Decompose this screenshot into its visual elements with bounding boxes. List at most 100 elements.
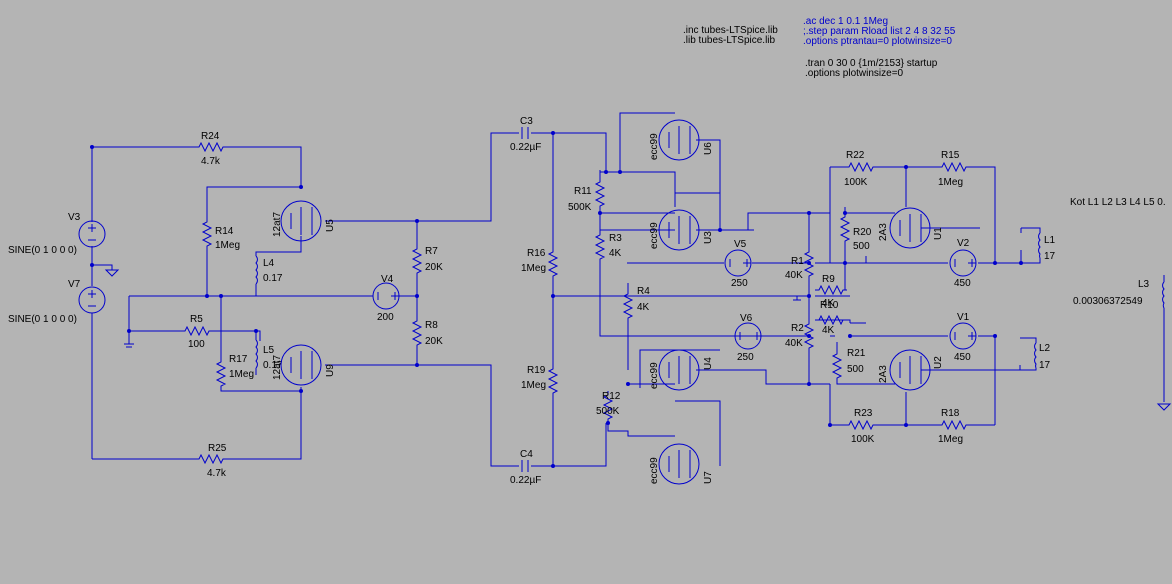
voltage-source-v4[interactable]: V4 200 xyxy=(372,274,400,323)
r11-value: 500K xyxy=(568,202,592,213)
tube-u1[interactable]: 2A3 U1 xyxy=(878,207,944,249)
r7-value: 20K xyxy=(425,262,443,273)
inductor-l5[interactable]: L5 0.17 xyxy=(255,339,283,371)
r12-value: 500K xyxy=(596,406,620,417)
r11-name: R11 xyxy=(574,186,592,197)
spice-directives[interactable]: .inc tubes-LTSpice.lib .lib tubes-LTSpic… xyxy=(683,16,1166,208)
voltage-source-v5[interactable]: V5 250 xyxy=(724,239,752,289)
r24-name: R24 xyxy=(201,131,220,142)
r17-value: 1Meg xyxy=(229,369,254,380)
wires xyxy=(91,112,1172,467)
l5-value: 0.17 xyxy=(263,360,283,371)
resistor-r8[interactable]: R8 20K xyxy=(412,316,443,350)
v7-name: V7 xyxy=(68,279,81,290)
resistor-r14[interactable]: R14 1Meg xyxy=(202,217,240,251)
inductor-l4[interactable]: L4 0.17 xyxy=(255,255,283,285)
v3-name: V3 xyxy=(68,212,81,223)
v4-name: V4 xyxy=(381,274,394,285)
r1-value: 40K xyxy=(785,270,803,281)
resistor-r7[interactable]: R7 20K xyxy=(412,244,443,278)
r20-name: R20 xyxy=(853,227,872,238)
resistor-r3[interactable]: R3 4K xyxy=(595,230,622,264)
r12-name: R12 xyxy=(602,391,621,402)
v5-name: V5 xyxy=(734,239,747,250)
resistor-r9[interactable]: R9 4K xyxy=(814,274,848,309)
u3-model: ecc99 xyxy=(649,222,660,249)
u3-name: U3 xyxy=(703,231,714,244)
r18-name: R18 xyxy=(941,408,960,419)
resistor-r23[interactable]: R23 100K xyxy=(844,408,878,445)
r22-value: 100K xyxy=(844,177,868,188)
directive-coupling: Kot L1 L2 L3 L4 L5 0. xyxy=(1070,197,1166,208)
inductor-l2[interactable]: L2 17 xyxy=(1034,342,1051,371)
inductor-l3[interactable]: L3 0.00306372549 xyxy=(1073,279,1165,309)
v4-value: 200 xyxy=(377,312,394,323)
v1-name: V1 xyxy=(957,312,970,323)
u7-name: U7 xyxy=(703,471,714,484)
tube-u9[interactable]: 12at7 U9 xyxy=(272,344,336,386)
resistor-r25[interactable]: R25 4.7k xyxy=(194,443,228,479)
resistor-r2[interactable]: R2 40K xyxy=(785,319,814,353)
voltage-source-v7[interactable]: V7 SINE(0 1 0 0 0) xyxy=(8,279,106,325)
tube-u2[interactable]: 2A3 U2 xyxy=(878,349,944,391)
r25-value: 4.7k xyxy=(207,468,227,479)
resistor-r22[interactable]: R22 100K xyxy=(844,150,878,188)
l2-name: L2 xyxy=(1039,343,1051,354)
resistor-r24[interactable]: R24 4.7k xyxy=(194,131,228,167)
u1-name: U1 xyxy=(933,227,944,240)
r15-value: 1Meg xyxy=(938,177,963,188)
directive-ac: .ac dec 1 0.1 1Meg xyxy=(803,16,888,27)
capacitor-c4[interactable]: C4 0.22µF xyxy=(510,449,541,486)
resistor-r11[interactable]: R11 500K xyxy=(568,177,605,213)
resistor-r18[interactable]: R18 1Meg xyxy=(937,408,971,445)
resistor-r10[interactable]: R10 4K xyxy=(814,300,848,336)
resistor-r4[interactable]: R4 4K xyxy=(623,286,650,323)
v2-value: 450 xyxy=(954,278,971,289)
resistor-r20[interactable]: R20 500 xyxy=(840,212,872,252)
r10-value: 4K xyxy=(822,325,835,336)
l2-value: 17 xyxy=(1039,360,1051,371)
r5-value: 100 xyxy=(188,339,205,350)
r23-value: 100K xyxy=(851,434,875,445)
tube-u4[interactable]: ecc99 U4 xyxy=(649,349,714,391)
v2-name: V2 xyxy=(957,238,970,249)
tube-u7[interactable]: ecc99 U7 xyxy=(649,443,714,485)
voltage-source-v1[interactable]: V1 450 xyxy=(949,312,977,363)
r3-value: 4K xyxy=(609,248,622,259)
voltage-source-v3[interactable]: V3 SINE(0 1 0 0 0) xyxy=(8,212,106,256)
resistor-r21[interactable]: R21 500 xyxy=(832,348,866,383)
r3-name: R3 xyxy=(609,233,622,244)
l1-value: 17 xyxy=(1044,251,1056,262)
v6-name: V6 xyxy=(740,313,753,324)
u2-model: 2A3 xyxy=(878,365,889,383)
u9-model: 12at7 xyxy=(272,355,283,380)
directive-step: ;.step param Rload list 2 4 8 32 55 xyxy=(803,26,956,37)
r4-value: 4K xyxy=(637,302,650,313)
c3-value: 0.22µF xyxy=(510,142,541,153)
r14-value: 1Meg xyxy=(215,240,240,251)
tube-u3[interactable]: ecc99 U3 xyxy=(649,209,714,251)
resistor-r17[interactable]: R17 1Meg xyxy=(216,354,254,391)
r8-name: R8 xyxy=(425,320,438,331)
resistor-r19[interactable]: R19 1Meg xyxy=(521,364,558,398)
resistor-r1[interactable]: R1 40K xyxy=(785,247,814,281)
voltage-source-v6[interactable]: V6 250 xyxy=(734,313,762,363)
resistor-r12[interactable]: R12 500K xyxy=(596,390,621,424)
r15-name: R15 xyxy=(941,150,960,161)
r23-name: R23 xyxy=(854,408,873,419)
resistor-r16[interactable]: R16 1Meg xyxy=(521,247,558,281)
capacitor-c3[interactable]: C3 0.22µF xyxy=(510,116,541,153)
u5-name: U5 xyxy=(325,219,336,232)
resistor-r5[interactable]: R5 100 xyxy=(180,314,214,350)
r25-name: R25 xyxy=(208,443,227,454)
voltage-source-v2[interactable]: V2 450 xyxy=(949,238,977,289)
r16-value: 1Meg xyxy=(521,263,546,274)
tube-u6[interactable]: ecc99 U6 xyxy=(649,119,714,161)
r9-value: 4K xyxy=(822,298,835,309)
resistor-r15[interactable]: R15 1Meg xyxy=(937,150,971,188)
v3-value: SINE(0 1 0 0 0) xyxy=(8,245,77,256)
tube-u5[interactable]: 12at7 U5 xyxy=(272,200,336,242)
inductor-l1[interactable]: L1 17 xyxy=(1020,228,1056,262)
r18-value: 1Meg xyxy=(938,434,963,445)
